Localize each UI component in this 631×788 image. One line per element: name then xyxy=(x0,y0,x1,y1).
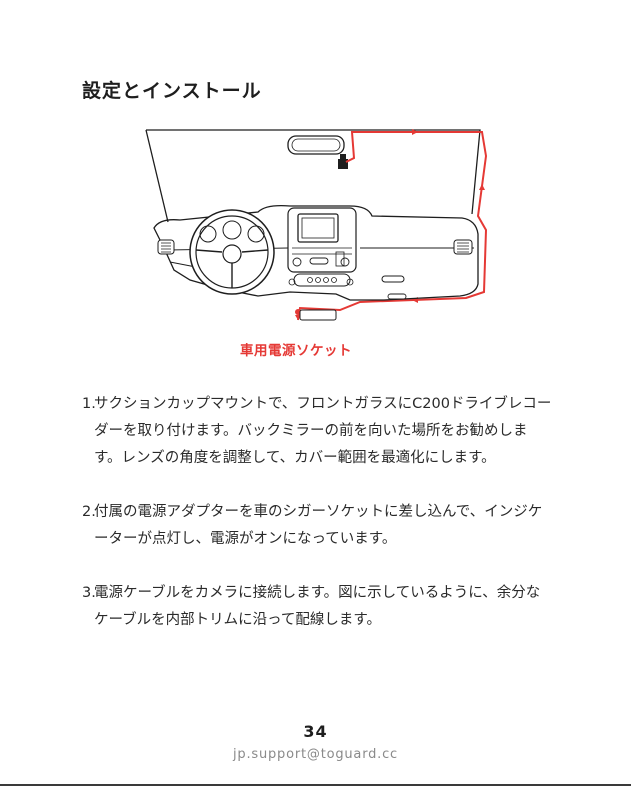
instruction-step: 1. サクションカップマウントで、フロントガラスにC200ドライブレコーダーを取… xyxy=(82,391,552,472)
step-text: 電源ケーブルをカメラに接続します。図に示しているように、余分なケーブルを内部トリ… xyxy=(82,580,552,634)
step-text: サクションカップマウントで、フロントガラスにC200ドライブレコーダーを取り付け… xyxy=(82,391,552,472)
socket-label: 車用電源ソケット xyxy=(240,339,360,359)
page-title: 設定とインストール xyxy=(82,76,262,103)
step-number: 1. xyxy=(82,391,96,418)
instruction-step: 3. 電源ケーブルをカメラに接続します。図に示しているように、余分なケーブルを内… xyxy=(82,580,552,634)
step-number: 3. xyxy=(82,580,96,607)
instruction-step: 2. 付属の電源アダプターを車のシガーソケットに差し込んで、インジケーターが点灯… xyxy=(82,499,552,553)
support-email: jp.support@toguard.cc xyxy=(0,747,631,762)
dash-camera xyxy=(338,159,348,169)
glove-box-handle xyxy=(382,276,404,282)
dashboard-illustration xyxy=(140,124,500,324)
step-number: 2. xyxy=(82,499,96,526)
steering-wheel xyxy=(190,210,274,294)
bottom-divider xyxy=(0,784,631,786)
step-text: 付属の電源アダプターを車のシガーソケットに差し込んで、インジケーターが点灯し、電… xyxy=(82,499,552,553)
center-console xyxy=(288,208,356,320)
page-number: 34 xyxy=(0,722,631,741)
instruction-list: 1. サクションカップマウントで、フロントガラスにC200ドライブレコーダーを取… xyxy=(82,391,552,661)
